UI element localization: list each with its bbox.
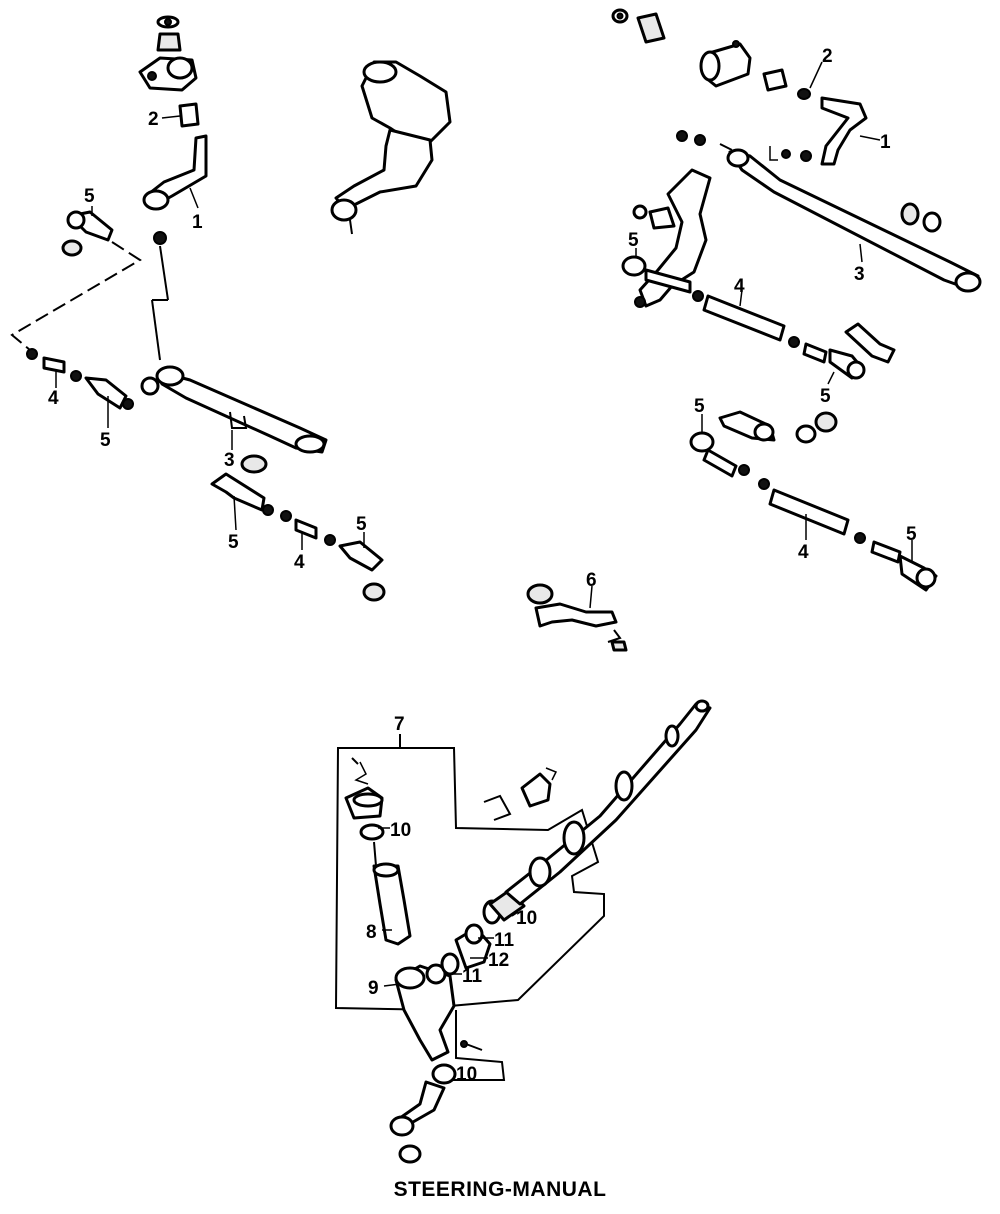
callout-label: 10	[456, 1064, 477, 1085]
callout-label: 2	[148, 109, 159, 130]
callout-label: 4	[294, 552, 305, 573]
steering-gear-box	[330, 60, 452, 235]
left-linkage-assembly	[10, 15, 386, 602]
callout-label: 6	[586, 570, 597, 591]
callout-label: 11	[494, 930, 515, 951]
callout-label: 9	[368, 978, 379, 999]
callout-label: 2	[822, 46, 833, 67]
callout-label: 7	[394, 714, 405, 735]
callout-label: 5	[628, 230, 639, 251]
callout-label: 1	[880, 132, 891, 153]
right-linkage-assembly	[611, 8, 982, 592]
callout-label: 10	[390, 820, 411, 841]
callout-label: 5	[356, 514, 367, 535]
callout-label: 12	[488, 950, 509, 971]
callout-label: 4	[48, 388, 59, 409]
callout-label: 5	[100, 430, 111, 451]
callout-label: 10	[516, 908, 537, 929]
callout-label: 5	[84, 186, 95, 207]
callout-label: 1	[192, 212, 203, 233]
steering-arm-6	[526, 583, 628, 652]
diagram-caption: STEERING-MANUAL	[393, 1178, 607, 1201]
leader-lines	[55, 61, 913, 987]
callout-label: 5	[820, 386, 831, 407]
callout-label: 11	[462, 966, 483, 987]
callout-labels: 1 2 5 4 5 3 5 4 5 2 1 3 5 4 5 5 4 5 6 7 …	[48, 46, 917, 1085]
manual-steering-gear-assembly	[334, 699, 712, 1164]
callout-label: 5	[228, 532, 239, 553]
callout-label: 8	[366, 922, 377, 943]
callout-label: 4	[734, 276, 745, 297]
callout-label: 3	[224, 450, 235, 471]
callout-label: 4	[798, 542, 809, 563]
callout-label: 5	[694, 396, 705, 417]
callout-label: 3	[854, 264, 865, 285]
callout-label: 5	[906, 524, 917, 545]
